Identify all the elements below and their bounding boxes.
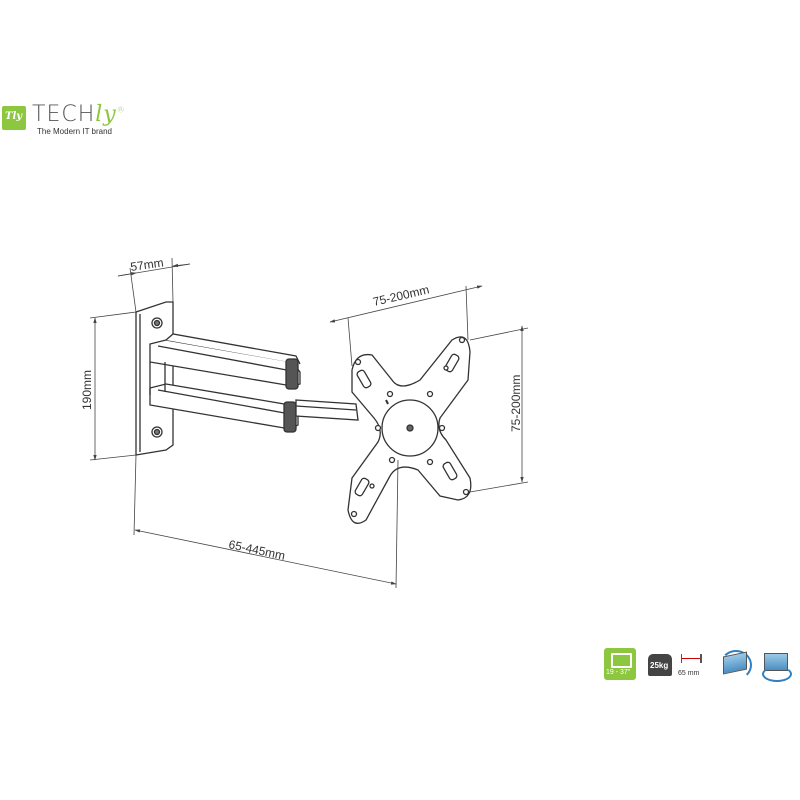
label-vesa-vertical: 75-200mm [509,375,523,432]
extension-arms [149,333,359,433]
brand-tagline: The Modern IT brand [37,127,113,136]
swivel-arc [762,666,792,682]
depth-right-tick [700,654,702,663]
label-wall-plate-width: 57mm [129,255,164,274]
depth-bar [682,658,700,659]
vesa-plate [347,336,472,524]
weight-icon: 25kg [646,648,678,680]
brand-name-main: TECH [32,102,96,127]
wall-plate [135,301,174,456]
screen-size-icon: 19 - 37" [604,648,636,680]
brand-name: TECHly® [32,102,126,127]
tilt-icon [720,648,752,680]
logo-mark-icon: Tly [2,106,26,130]
depth-left-tick [681,654,682,663]
swivel-icon [760,648,792,682]
label-extension: 65-445mm [227,537,286,563]
wall-distance-text: 65 mm [678,670,700,677]
monitor-icon [611,653,632,668]
wall-distance-icon: 65 mm [676,648,706,680]
spec-icons: 19 - 37" 25kg 65 mm [604,648,794,684]
tilt-arc [720,650,752,680]
dimension-lines [89,257,529,589]
logo-mark-text: Tly [5,111,23,122]
max-load-text: 25kg [650,661,669,670]
techly-logo: Tly TECHly® The Modern IT brand [0,100,160,140]
screen-size-range: 19 - 37" [606,669,631,676]
registered-mark: ® [116,105,126,115]
label-wall-plate-height: 190mm [80,370,94,410]
weight-shape [648,654,672,676]
brand-name-accent: ly [95,102,117,127]
